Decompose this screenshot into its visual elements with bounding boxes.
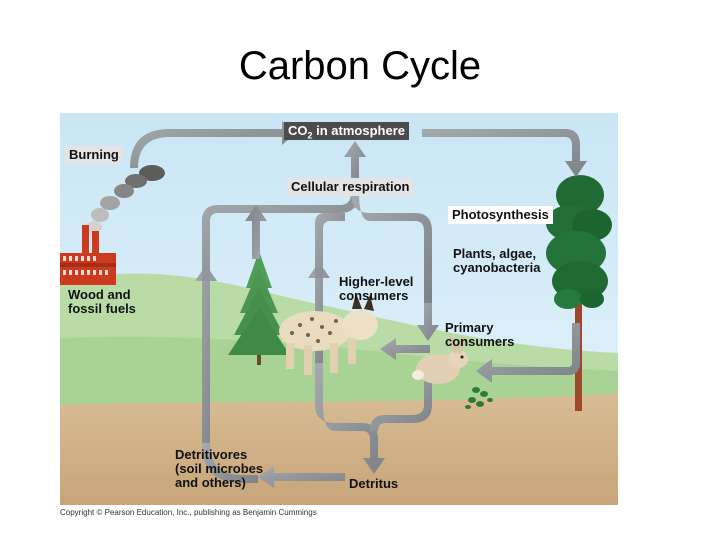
arrow-respiration-from-plants — [351, 193, 432, 303]
arrow-tree-down — [476, 323, 580, 383]
photosynthesis-box: Photosynthesis — [448, 206, 553, 224]
co2-rest: in atmosphere — [312, 123, 405, 138]
detritivores-line1: Detritivores — [175, 447, 248, 462]
soil — [60, 394, 618, 505]
higher-consumers-line2: consumers — [339, 288, 409, 303]
plants-label-line2: cyanobacteria — [453, 260, 541, 275]
detritivores-label: Detritivores (soil microbes and others) — [175, 448, 263, 490]
wood-fossil-line1: Wood and — [68, 287, 131, 302]
burning-box: Burning — [65, 146, 123, 164]
arrow-higher-consumers-stem — [315, 213, 345, 278]
higher-consumers-label: Higher-level consumers — [339, 275, 413, 303]
arrow-plants-down — [417, 303, 439, 341]
arrow-consumers-to-detritus-left — [315, 363, 385, 474]
co2-prefix: CO — [288, 123, 308, 138]
carbon-cycle-diagram: CO2 in atmosphere Burning Cellular respi… — [60, 113, 618, 505]
wood-fossil-line2: fossil fuels — [68, 301, 136, 316]
spruce-tree-icon — [228, 251, 290, 365]
wood-fossil-label: Wood and fossil fuels — [68, 288, 136, 316]
plants-label-line1: Plants, algae, — [453, 246, 537, 261]
primary-consumers-line1: Primary — [445, 320, 494, 335]
rabbit-icon — [412, 336, 468, 384]
co2-atmosphere-box: CO2 in atmosphere — [284, 122, 409, 140]
arrow-detritus-to-detritivores — [258, 466, 345, 488]
arrow-detritivores-down — [202, 443, 258, 483]
arrow-respiration-from-left — [202, 193, 359, 281]
detritus-label: Detritus — [349, 476, 399, 491]
detritivores-line2: (soil microbes — [175, 461, 264, 476]
plants-label: Plants, algae, cyanobacteria — [453, 247, 540, 275]
arrow-consumers-to-detritus-right — [370, 375, 432, 431]
copyright-notice: Copyright © Pearson Education, Inc., pub… — [60, 508, 317, 517]
cellular-respiration-box: Cellular respiration — [287, 178, 414, 196]
arrow-co2-to-photosynthesis — [422, 129, 587, 177]
plant-sprig-icon — [465, 387, 493, 409]
detritivores-line3: and others) — [175, 475, 246, 490]
primary-consumers-line2: consumers — [445, 334, 515, 349]
arrow-respiration-spruce — [245, 205, 267, 259]
primary-consumers-label: Primary consumers — [445, 321, 514, 349]
higher-consumers-line1: Higher-level — [339, 274, 414, 289]
slide-title: Carbon Cycle — [238, 44, 482, 88]
co2-subscript: 2 — [307, 130, 313, 141]
arrow-burning-to-co2 — [130, 121, 296, 168]
arrow-respiration-to-co2 — [344, 141, 366, 179]
arrow-primary-to-higher — [380, 338, 430, 360]
lynx-icon — [279, 293, 378, 375]
factory-icon — [60, 225, 116, 285]
diagram-canvas — [60, 113, 618, 505]
arrow-detritivores-up — [195, 265, 217, 443]
